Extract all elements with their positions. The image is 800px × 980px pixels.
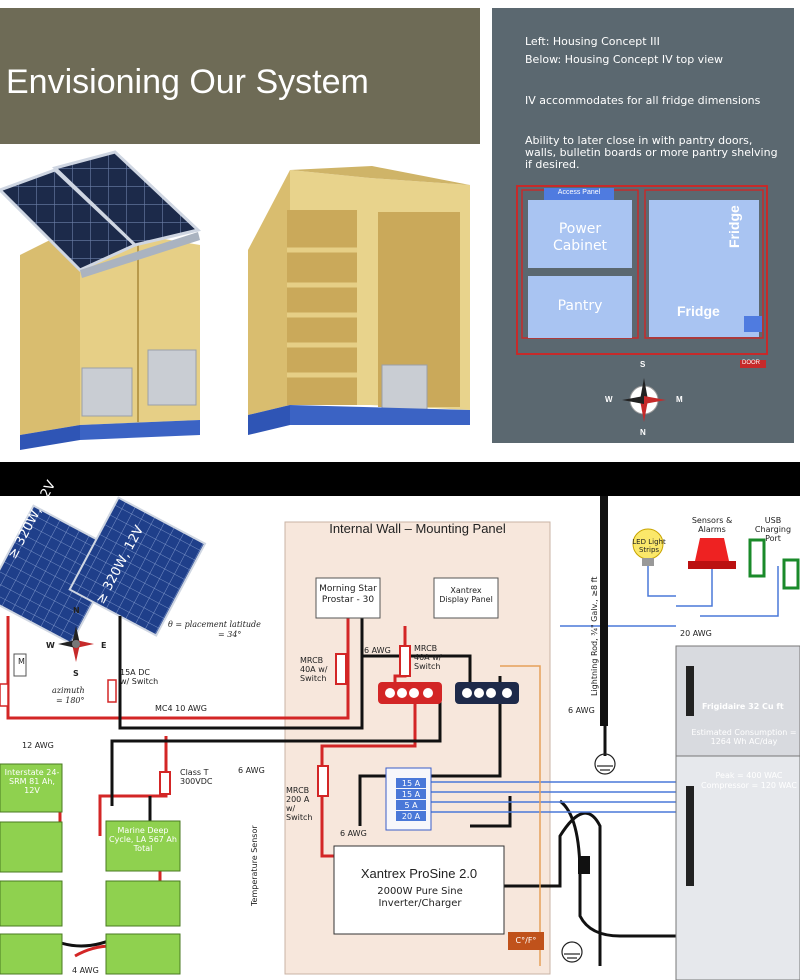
compass-n: N bbox=[73, 606, 80, 615]
mrcb-3-label: MRCB 200 A w/ Switch bbox=[286, 786, 313, 822]
note-concept-iii: Left: Housing Concept III bbox=[525, 35, 660, 48]
door-label: DOOR bbox=[742, 360, 760, 366]
battery-marine: Marine Deep Cycle, LA 567 Ah Total bbox=[109, 826, 177, 853]
awg6-label-b: 6 AWG bbox=[238, 766, 265, 775]
compass-e: E bbox=[101, 641, 107, 650]
open-shelf-cabinet bbox=[248, 166, 470, 435]
azimuth-value: = 180° bbox=[56, 696, 85, 705]
awg6-label-d: 6 AWG bbox=[568, 706, 595, 715]
pantry-label: Pantry bbox=[557, 298, 603, 314]
mounting-panel-title: Internal Wall – Mounting Panel bbox=[329, 521, 506, 536]
fridge-compressor: Compressor = 120 WAC bbox=[701, 781, 797, 790]
access-panel-label: Access Panel bbox=[557, 189, 601, 196]
dc-switch-label: 15A DC w/ Switch bbox=[120, 668, 159, 686]
slide-top: Envisioning Our System bbox=[0, 0, 800, 462]
slide-title: Envisioning Our System bbox=[6, 63, 369, 101]
awg6-label-c: 6 AWG bbox=[340, 829, 367, 838]
fridge-side-label: Fridge bbox=[726, 205, 742, 248]
plan-compass-s: S bbox=[640, 360, 646, 369]
compass-s: S bbox=[73, 669, 79, 678]
inverter-title: Xantrex ProSine 2.0 bbox=[360, 866, 478, 881]
wiring-diagram: ≥ 320W, 12V ≥ 320W, 12V N W E S θ = plac… bbox=[0, 478, 800, 980]
power-cabinet-label: Power Cabinet bbox=[552, 221, 608, 254]
azimuth-label: azimuth bbox=[52, 686, 85, 695]
awg20-label: 20 AWG bbox=[680, 629, 712, 638]
awg4-label: 4 AWG bbox=[72, 966, 99, 975]
fuse-4: 20 A bbox=[401, 812, 421, 821]
awg12-label: 12 AWG bbox=[22, 741, 54, 750]
mrcb-1-label: MRCB 40A w/ Switch bbox=[300, 656, 328, 683]
wiring-lines bbox=[0, 496, 800, 980]
meter-label: M bbox=[18, 657, 25, 666]
awg6-label-a: 6 AWG bbox=[364, 646, 391, 655]
floor-plan bbox=[516, 185, 768, 422]
xantrex-display-panel: Xantrex Display Panel bbox=[439, 586, 493, 604]
morning-star-controller: Morning Star Prostar - 30 bbox=[319, 584, 377, 605]
title-bar: Envisioning Our System bbox=[0, 8, 480, 144]
note-concept-iv: Below: Housing Concept IV top view bbox=[525, 53, 724, 66]
plan-compass-m: M bbox=[676, 395, 683, 404]
battery-interstate: Interstate 24-SRM 81 Ah, 12V bbox=[4, 768, 60, 795]
housing-concept-illustration bbox=[0, 150, 470, 450]
placement-value: = 34° bbox=[218, 630, 242, 639]
solar-cabinet bbox=[0, 150, 202, 450]
mrcb-2-label: MRCB 40A w/ Switch bbox=[414, 644, 442, 671]
fuse-1: 15 A bbox=[401, 779, 421, 788]
note-fridge-dimensions: IV accommodates for all fridge dimension… bbox=[525, 94, 761, 107]
inverter-subtitle: 2000W Pure Sine Inverter/Charger bbox=[377, 886, 463, 909]
note-pantry: Ability to later close in with pantry do… bbox=[525, 134, 778, 171]
lightning-rod-label: Lightning Rod, ¾" Galv., ≥8 ft bbox=[590, 576, 599, 696]
led-strips-label: LED Light Strips bbox=[632, 538, 666, 554]
sensors-alarms-label: Sensors & Alarms bbox=[691, 516, 733, 534]
compass-w: W bbox=[46, 641, 55, 650]
fridge-peak: Peak = 400 WAC bbox=[715, 771, 783, 780]
fuse-2: 15 A bbox=[401, 790, 421, 799]
mc4-label: MC4 10 AWG bbox=[155, 704, 207, 713]
placement-latitude: θ = placement latitude bbox=[168, 620, 261, 629]
temperature-unit-badge: C°/F° bbox=[515, 936, 537, 945]
fridge-consumption: Estimated Consumption = 1264 Wh AC/day bbox=[691, 728, 797, 746]
class-t-fuse-label: Class T 300VDC bbox=[180, 768, 213, 786]
fridge-label: Fridge bbox=[677, 303, 720, 319]
fridge-model: Frigidaire 32 Cu ft bbox=[702, 702, 784, 711]
plan-compass-n: N bbox=[640, 428, 646, 437]
fuse-3: 5 A bbox=[404, 801, 418, 810]
notes-panel: Left: Housing Concept III Below: Housing… bbox=[492, 8, 794, 443]
usb-charging-label: USB Charging Port bbox=[754, 516, 792, 543]
temperature-sensor-label: Temperature Sensor bbox=[250, 825, 259, 906]
plan-compass-w: W bbox=[605, 395, 613, 404]
